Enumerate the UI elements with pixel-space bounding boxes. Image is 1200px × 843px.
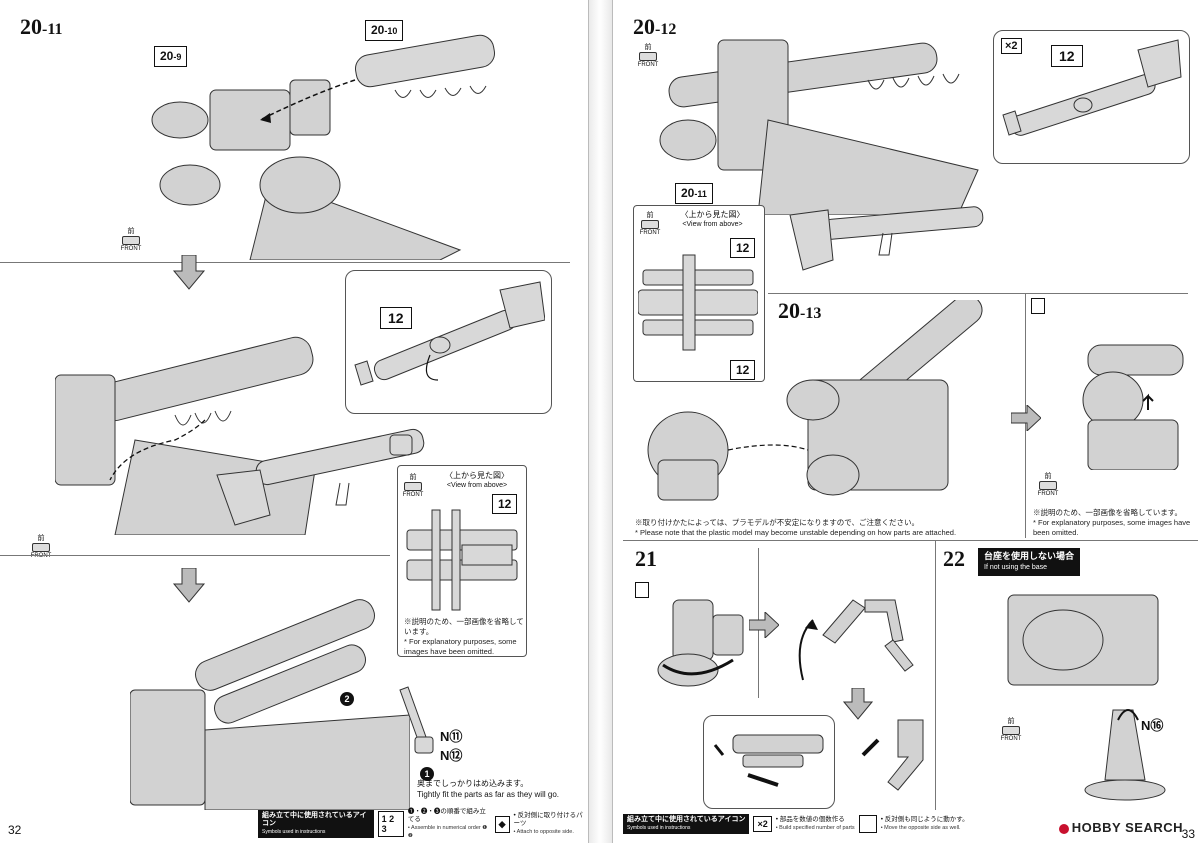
head-adjust-illustration bbox=[1082, 344, 1184, 470]
launcher-part-illustration bbox=[216, 428, 425, 526]
part-label-12-bottom-r: 12 bbox=[730, 360, 756, 380]
page-number-r: 33 bbox=[1181, 827, 1195, 841]
fit-instruction-text: 奥までしっかりはめ込みます。 Tightly fit the parts as … bbox=[417, 779, 559, 799]
vertical-divider-2 bbox=[935, 540, 936, 810]
opposite-side-text: • 反対側に取り付けるパーツ • Attach to opposite side… bbox=[513, 812, 583, 835]
part-label-12-topview: 12 bbox=[492, 494, 518, 514]
part-label-12-r: 12 bbox=[1051, 45, 1083, 67]
lower-assembly-illustration bbox=[130, 599, 410, 810]
opposite-side-icon: ◆ bbox=[494, 815, 510, 833]
explanatory-note: ※説明のため、一部画像を省略しています。 * For explanatory p… bbox=[404, 617, 524, 656]
launcher-x2-illustration bbox=[1002, 39, 1182, 136]
top-view-illustration bbox=[406, 509, 518, 611]
step-20-12-title: 20-12 bbox=[633, 14, 677, 39]
section-divider-r bbox=[768, 293, 1188, 294]
hobby-search-watermark: HOBBY SEARCH bbox=[1058, 820, 1183, 835]
part-label-12: 12 bbox=[380, 307, 412, 329]
down-arrow-icon bbox=[172, 255, 206, 290]
section-divider-2 bbox=[0, 555, 390, 556]
step-21-title: 21 bbox=[635, 546, 657, 571]
right-arrow-icon-2 bbox=[749, 612, 779, 638]
view-from-above-label: 〈上から見た図〉 <View from above> bbox=[445, 471, 509, 489]
hobby-search-logo-icon bbox=[1058, 823, 1069, 834]
no-base-label: 台座を使用しない場合 If not using the base bbox=[978, 548, 1081, 576]
base-removal-illustration bbox=[1007, 594, 1166, 801]
arm-rotation-illustration bbox=[657, 599, 744, 687]
n16-label: N⑯ bbox=[1141, 718, 1164, 733]
page-number: 32 bbox=[8, 823, 22, 837]
flip-legend-icon bbox=[858, 815, 877, 833]
n12-label: N⑫ bbox=[440, 748, 463, 763]
assemble-order-icon: 1 2 3 bbox=[377, 811, 404, 837]
multiplier-x2: ×2 bbox=[1001, 38, 1022, 54]
right-arrow-icon bbox=[1011, 405, 1041, 431]
down-arrow-icon-r bbox=[843, 688, 873, 720]
explanatory-note-r: ※説明のため、一部画像を省略しています。 * For explanatory p… bbox=[1033, 508, 1191, 537]
launcher-detail-illustration bbox=[354, 281, 545, 386]
part-n11-illustration bbox=[399, 686, 434, 754]
part-label-20-11: 20-11 bbox=[675, 183, 713, 204]
step-22-title: 22 bbox=[943, 546, 965, 571]
multiplier-legend-text: • 部品を数値の個数作る • Build specified number of… bbox=[775, 816, 855, 831]
hand-detail-illustration bbox=[713, 734, 824, 787]
flip-move-icon-2 bbox=[635, 582, 649, 598]
step-20-13-illustration bbox=[647, 300, 983, 501]
view-from-above-label-r: 〈上から見た図〉 <View from above> bbox=[680, 210, 745, 228]
step-20-12-illustration bbox=[659, 39, 979, 215]
flip-move-icon bbox=[1031, 298, 1045, 314]
part-label-12-top-r: 12 bbox=[730, 238, 756, 258]
legend-heading: 組み立て中に使用されているアイコン Symbols used in instru… bbox=[258, 810, 374, 838]
upper-assembly-illustration bbox=[151, 34, 495, 260]
middle-assembly-illustration bbox=[55, 336, 316, 535]
arm-pose-illustration bbox=[798, 599, 914, 681]
section-divider bbox=[0, 262, 570, 263]
hand-rotate-illustration bbox=[861, 719, 924, 791]
step-20-13-title: 20-13 bbox=[778, 298, 822, 323]
section-divider-r2 bbox=[623, 540, 1198, 541]
callout-1: 1 bbox=[420, 765, 434, 781]
n11-label: N⑪ bbox=[440, 729, 463, 744]
legend-bar-r: 組み立て中に使用されているアイコン Symbols used in instru… bbox=[623, 811, 969, 837]
part-label-20-9: 20-9 bbox=[154, 46, 188, 67]
step-20-11-title: 20-11 bbox=[20, 14, 63, 39]
launcher-falling-illustration bbox=[789, 206, 984, 271]
top-view-illustration-r bbox=[638, 254, 758, 351]
stability-warning-note: ※取り付けかたによっては、プラモデルが不安定になりますので、ご注意ください。 *… bbox=[635, 518, 957, 537]
callout-2: 2 bbox=[340, 690, 354, 706]
legend-heading-r: 組み立て中に使用されているアイコン Symbols used in instru… bbox=[623, 814, 750, 834]
book-gutter bbox=[588, 0, 612, 843]
down-arrow-icon-2 bbox=[172, 568, 206, 603]
multiplier-legend-icon: ×2 bbox=[753, 816, 772, 832]
flip-legend-text: • 反対側も同じように動かす。 • Move the opposite side… bbox=[880, 816, 969, 831]
legend-bar: 組み立て中に使用されているアイコン Symbols used in instru… bbox=[258, 808, 588, 839]
part-label-20-10: 20-10 bbox=[365, 20, 404, 41]
assemble-order-text: ❶・❷・❸の順番で組み立てる • Assemble in numerical o… bbox=[407, 808, 488, 839]
